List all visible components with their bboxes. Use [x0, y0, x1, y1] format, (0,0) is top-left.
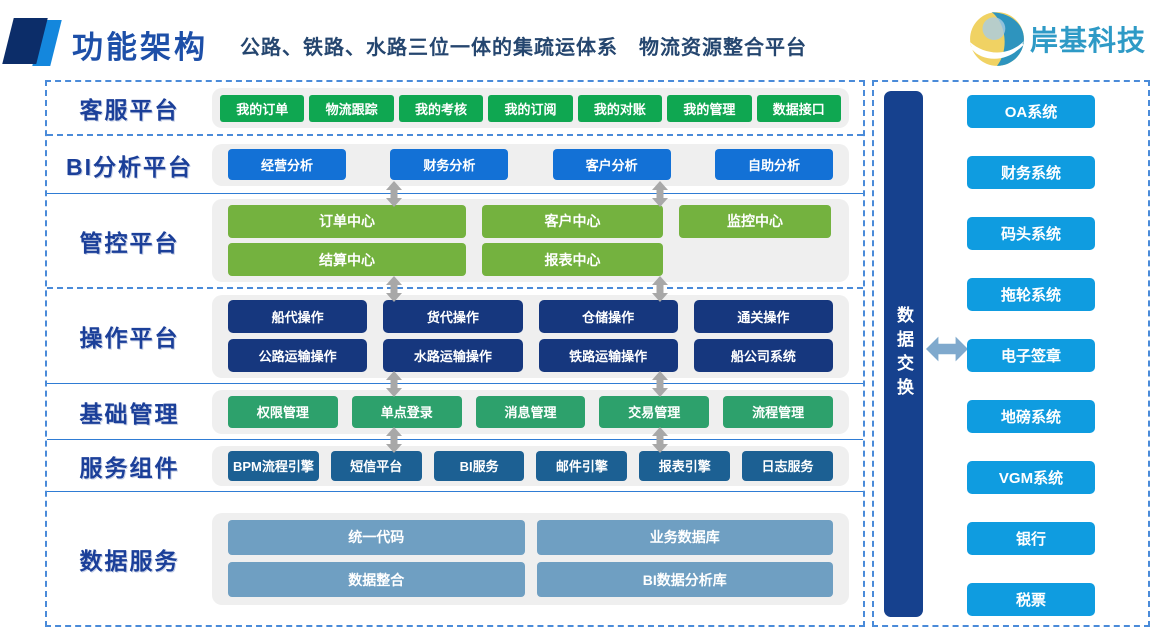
flow-arrow-icon — [652, 181, 668, 207]
external-system-button[interactable]: 码头系统 — [967, 217, 1095, 250]
row-label-service-components: 服务组件 — [79, 454, 180, 481]
module-button[interactable]: 物流跟踪 — [309, 94, 394, 122]
module-button[interactable]: 自助分析 — [714, 149, 833, 180]
external-system-button[interactable]: 银行 — [967, 522, 1095, 555]
flow-arrow-icon — [386, 371, 402, 397]
module-button[interactable]: 日志服务 — [742, 450, 833, 481]
data-exchange-label: 数据交换 — [894, 306, 913, 402]
module-button[interactable]: BI数据分析库 — [536, 562, 833, 598]
module-button[interactable]: 短信平台 — [330, 450, 422, 481]
module-button[interactable]: 船代操作 — [228, 300, 368, 334]
module-button[interactable]: 交易管理 — [599, 395, 710, 428]
row-label-operation: 操作平台 — [79, 325, 180, 351]
external-system-button[interactable]: 地磅系统 — [967, 400, 1095, 433]
flow-arrow-icon — [652, 276, 668, 302]
flow-arrow-icon — [386, 276, 402, 302]
module-button[interactable]: 船公司系统 — [693, 338, 833, 372]
page-subtitle: 公路、铁路、水路三位一体的集疏运体系 物流资源整合平台 — [240, 37, 807, 59]
row-data-services: 数据服务 统一代码 业务数据库 数据整合 BI数据分析库 — [47, 492, 863, 625]
platform-stack: 客服平台 我的订单 物流跟踪 我的考核 我的订阅 我的对账 我的管理 数据接口 … — [45, 80, 865, 627]
module-button[interactable]: 业务数据库 — [536, 519, 833, 555]
row-customer-service-platform: 客服平台 我的订单 物流跟踪 我的考核 我的订阅 我的对账 我的管理 数据接口 — [47, 82, 863, 136]
module-button[interactable]: 流程管理 — [723, 395, 833, 428]
module-button[interactable]: 订单中心 — [228, 204, 466, 238]
external-system-button[interactable]: 税票 — [967, 583, 1095, 616]
logo-globe-icon — [969, 12, 1024, 66]
module-button[interactable]: 消息管理 — [475, 395, 586, 428]
module-button[interactable]: 财务分析 — [390, 149, 509, 180]
module-button[interactable]: 数据整合 — [228, 562, 525, 598]
module-button[interactable]: 报表引擎 — [639, 450, 731, 481]
row-label-bi-analysis: BI分析平台 — [66, 153, 193, 180]
module-button[interactable]: 权限管理 — [228, 395, 338, 428]
module-button[interactable]: 我的订单 — [220, 94, 305, 122]
logo-text: 岸基科技 — [1029, 25, 1146, 56]
module-button[interactable]: 经营分析 — [228, 149, 346, 180]
data-services-tray: 统一代码 业务数据库 数据整合 BI数据分析库 — [212, 512, 849, 605]
company-logo: 岸基科技 — [968, 10, 1146, 68]
module-button[interactable]: 统一代码 — [228, 519, 525, 555]
module-button[interactable]: BI服务 — [433, 450, 525, 481]
module-button[interactable]: 水路运输操作 — [383, 338, 523, 372]
module-button[interactable]: 报表中心 — [482, 243, 663, 277]
module-button[interactable]: 客户分析 — [552, 149, 671, 180]
row-label-data-services: 数据服务 — [79, 547, 180, 574]
row-bi-analysis-platform: BI分析平台 经营分析 财务分析 客户分析 自助分析 — [47, 136, 863, 194]
flow-arrow-icon — [652, 427, 668, 453]
row-label-control: 管控平台 — [79, 229, 180, 256]
flow-arrow-icon — [652, 371, 668, 397]
module-button[interactable]: 数据接口 — [756, 94, 841, 122]
basic-management-tray: 权限管理 单点登录 消息管理 交易管理 流程管理 — [212, 389, 849, 434]
external-systems-list: OA系统 财务系统 码头系统 拖轮系统 电子签章 地磅系统 VGM系统 银行 税… — [967, 95, 1095, 616]
row-label-basic-management: 基础管理 — [79, 400, 180, 427]
module-button[interactable]: 我的对账 — [577, 94, 663, 122]
customer-service-tray: 我的订单 物流跟踪 我的考核 我的订阅 我的对账 我的管理 数据接口 — [212, 88, 849, 128]
module-button[interactable]: 我的考核 — [398, 94, 484, 122]
data-exchange-bar: 数据交换 — [884, 91, 923, 617]
control-tray: 订单中心 客户中心 监控中心 结算中心 报表中心 — [212, 199, 849, 282]
bi-analysis-tray: 经营分析 财务分析 客户分析 自助分析 — [212, 143, 849, 186]
module-button[interactable]: 邮件引擎 — [536, 450, 628, 481]
row-basic-management: 基础管理 权限管理 单点登录 消息管理 交易管理 流程管理 — [47, 384, 863, 440]
flow-arrow-icon — [386, 427, 402, 453]
module-button[interactable]: 仓储操作 — [538, 300, 678, 334]
module-button[interactable]: 通关操作 — [693, 300, 833, 334]
module-button[interactable]: 铁路运输操作 — [538, 338, 678, 372]
external-system-button[interactable]: VGM系统 — [967, 461, 1095, 494]
data-exchange-panel: 数据交换 OA系统 财务系统 码头系统 拖轮系统 电子签章 地磅系统 VGM系统… — [872, 80, 1150, 627]
module-button[interactable]: 我的管理 — [667, 94, 752, 122]
flow-arrow-icon — [386, 181, 402, 207]
module-button[interactable]: 我的订阅 — [488, 94, 573, 122]
module-button[interactable]: 单点登录 — [351, 395, 462, 428]
external-system-button[interactable]: 拖轮系统 — [967, 278, 1095, 311]
page-title: 功能架构 — [72, 30, 208, 65]
module-button[interactable]: 货代操作 — [383, 300, 523, 334]
external-system-button[interactable]: 电子签章 — [967, 339, 1095, 372]
bidirectional-arrow-icon — [926, 336, 968, 362]
module-button[interactable]: 客户中心 — [482, 204, 663, 238]
module-button[interactable]: BPM流程引擎 — [228, 450, 319, 481]
operation-tray: 船代操作 货代操作 仓储操作 通关操作 公路运输操作 水路运输操作 铁路运输操作… — [212, 294, 849, 378]
service-components-tray: BPM流程引擎 短信平台 BI服务 邮件引擎 报表引擎 日志服务 — [212, 445, 849, 486]
module-button[interactable]: 结算中心 — [228, 243, 466, 277]
row-service-components: 服务组件 BPM流程引擎 短信平台 BI服务 邮件引擎 报表引擎 日志服务 — [47, 440, 863, 492]
row-control-platform: 管控平台 订单中心 客户中心 监控中心 结算中心 报表中心 — [47, 194, 863, 289]
module-button[interactable]: 监控中心 — [679, 204, 831, 238]
external-system-button[interactable]: OA系统 — [967, 95, 1095, 128]
row-operation-platform: 操作平台 船代操作 货代操作 仓储操作 通关操作 公路运输操作 水路运输操作 铁… — [47, 289, 863, 384]
row-label-customer-service: 客服平台 — [79, 97, 180, 123]
module-button[interactable]: 公路运输操作 — [228, 338, 368, 372]
external-system-button[interactable]: 财务系统 — [967, 156, 1095, 189]
